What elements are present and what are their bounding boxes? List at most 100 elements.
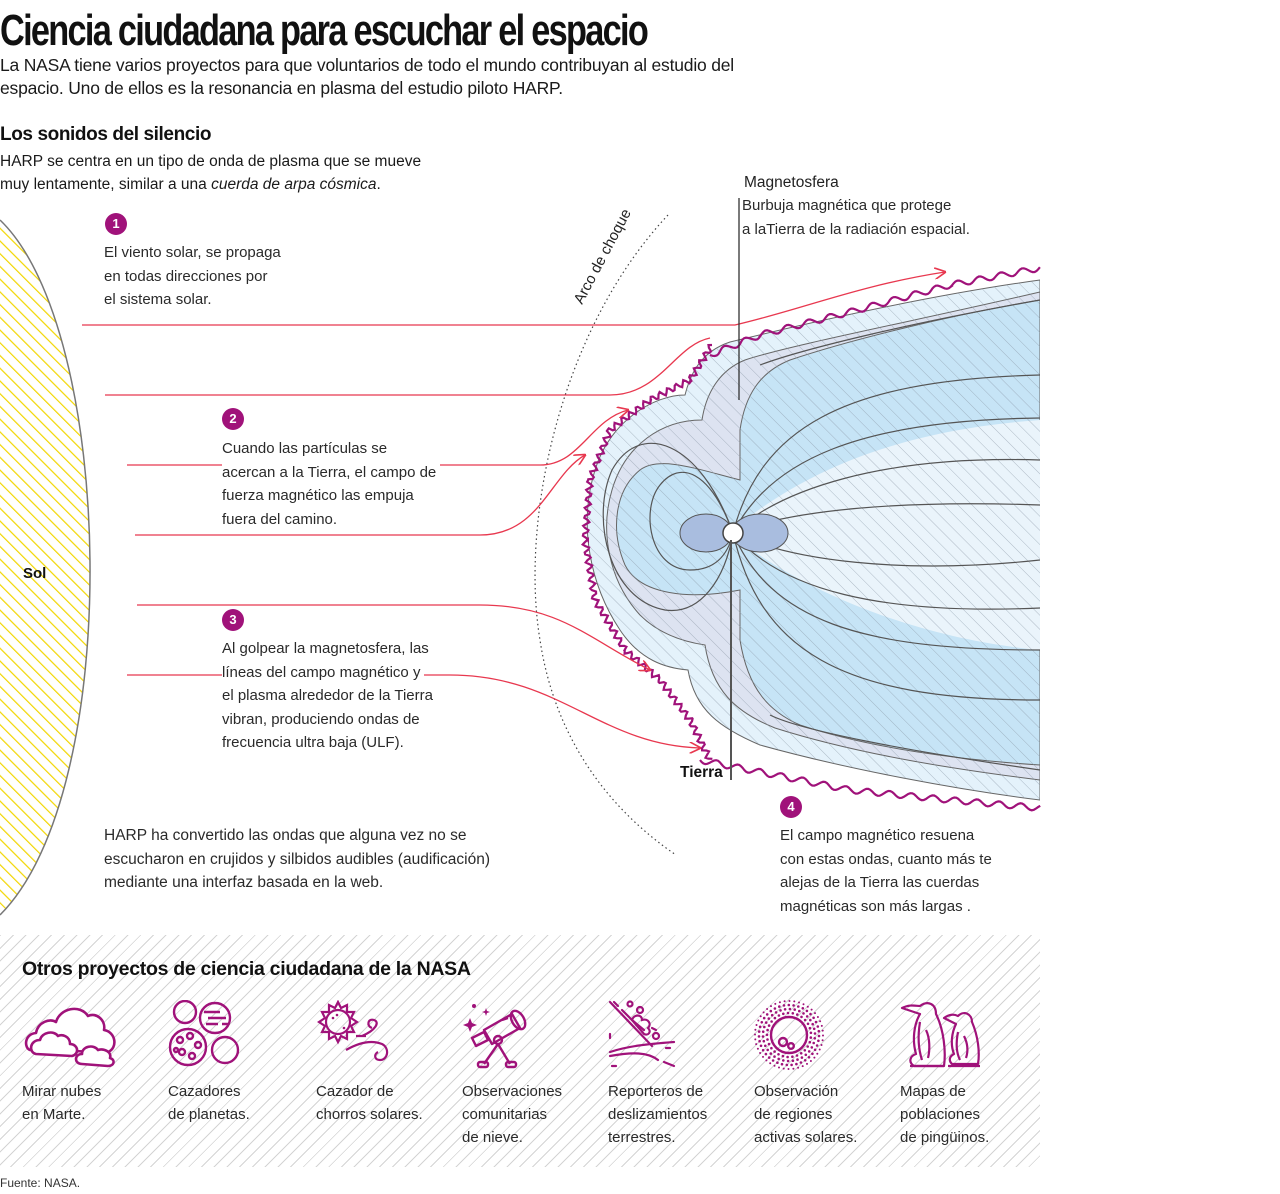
sun-halo-dot (802, 1003, 805, 1006)
bow-shock-arc (534, 214, 677, 856)
solar-wind-lines (82, 272, 945, 748)
sun-halo-dot (806, 1022, 810, 1026)
sun-halo-dot (773, 1050, 776, 1053)
sun-halo-dot (767, 1056, 771, 1059)
sun-halo-dot (791, 1059, 795, 1062)
project-item: Observaciones comunitarias de nieve. (462, 1000, 602, 1149)
magnetosphere-diagram: Arco de choque (0, 198, 1041, 916)
sun-halo-dot (813, 1037, 817, 1040)
project-item: Cazador de chorros solares. (316, 1000, 456, 1126)
project-label-line: Reporteros de (608, 1083, 704, 1100)
magnetosphere-description: Burbuja magnética que protege a laTierra… (742, 194, 970, 241)
section-desc-end: . (376, 176, 381, 193)
sun-halo-dot (809, 1060, 812, 1062)
sun-halo-dot (773, 1055, 776, 1058)
sun-halo-dot (810, 1046, 814, 1049)
step-1-text: El viento solar, se propaga en todas dir… (104, 241, 281, 312)
sun-halo-dot (822, 1034, 824, 1037)
sun-halo-dot (796, 1058, 799, 1061)
page-title: Ciencia ciudadana para escuchar el espac… (0, 6, 649, 55)
sun-halo-dot (788, 1007, 792, 1011)
step-text-line: con estas ondas, cuanto más te (780, 850, 992, 868)
section-title: Los sonidos del silencio (0, 124, 212, 145)
sun-halo-dot (805, 1015, 809, 1018)
sun-halo-dot (770, 1046, 773, 1050)
sun-halo-dot (806, 1005, 809, 1008)
solar-wind-line-5 (137, 604, 650, 670)
step-text-line: acercan a la Tierra, el campo de (222, 460, 441, 484)
sun-halo-dot (811, 1052, 814, 1056)
sun-halo-dot (817, 1034, 821, 1038)
sun-halo-dot (797, 1066, 800, 1069)
sun-halo-dot (791, 1055, 794, 1058)
step-text-line: fuerza magnético las empuja (222, 487, 414, 504)
sun-halo-dot (774, 1011, 778, 1014)
sun-halo-dot (770, 1005, 772, 1008)
step-3-text: Al golpear la magnetosfera, las líneas d… (222, 637, 433, 755)
sun-halo-dot (762, 1039, 766, 1043)
section-desc-line2: muy lentamente, similar a una (0, 176, 212, 193)
sun-halo-dot (795, 1062, 798, 1066)
project-label-line: poblaciones (900, 1106, 981, 1123)
clouds-icon (24, 1007, 116, 1068)
step-text-line: El campo magnético resuena (780, 827, 975, 844)
harp-note: HARP ha convertido las ondas que alguna … (104, 824, 490, 895)
sun-halo-dot (782, 1012, 785, 1016)
sun-halo-dot (821, 1029, 824, 1032)
sun-halo-dot (812, 1016, 815, 1020)
sun-halo-dot (766, 1028, 769, 1032)
project-label-line: en Marte. (22, 1106, 86, 1123)
project-label-line: Mapas de (900, 1083, 966, 1100)
section-desc-italic: cuerda de arpa cósmica (211, 176, 377, 193)
sun-halo-dot (758, 1039, 761, 1043)
sun-halo-dot (799, 1061, 803, 1064)
sun-halo-dot (797, 1005, 800, 1008)
sun-halo-dot (807, 1056, 811, 1059)
sun-halo-dot (755, 1043, 758, 1046)
sun-halo-dot (782, 1004, 786, 1007)
step-4-text: El campo magnético resuena con estas ond… (780, 824, 992, 918)
earth-label: Tierra (680, 764, 723, 781)
sun-halo-dot (817, 1039, 820, 1043)
sun-halo-dot (759, 1052, 762, 1054)
sun-halo-dot (780, 1062, 784, 1066)
project-label: Mirar nubes en Marte. (22, 1080, 162, 1126)
landslide-icon (608, 1000, 676, 1068)
solar-wind-line-1 (82, 272, 945, 326)
sun-halo-dot (821, 1039, 824, 1042)
sun-halo-dot (767, 1017, 771, 1020)
penguins-icon (900, 1002, 980, 1068)
solar-jet-icon (317, 1000, 389, 1062)
magnetosphere (586, 279, 1040, 801)
step-text-line: vibran, produciendo ondas de (222, 710, 420, 728)
project-label: Reporteros de deslizamientos terrestres. (608, 1080, 748, 1149)
sun-halo-dot (769, 1009, 773, 1013)
magnetosphere-desc-line: Burbuja magnética que protege (742, 197, 952, 214)
sun-halo-dot (783, 1000, 786, 1003)
sun-halo-dot (810, 1008, 813, 1011)
sun-halo-dot (792, 1004, 795, 1007)
step-2-text: Cuando las partículas se acercan a la Ti… (222, 437, 441, 531)
sun-halo-dot (803, 1059, 807, 1062)
bow-shock-label: Arco de choque (571, 206, 635, 307)
sun-halo-dot (799, 1052, 803, 1055)
project-label: Observación de regiones activas solares. (754, 1080, 894, 1149)
projects-title: Otros proyectos de ciencia ciudadana de … (22, 958, 471, 980)
sun-halo-dot (811, 1022, 814, 1026)
project-label-line: de regiones (754, 1106, 833, 1123)
magnetosphere-desc-line: a laTierra de la radiación espacial. (742, 220, 970, 238)
sun-halo-dot (805, 1009, 809, 1013)
sun-halo-dot (773, 1016, 777, 1020)
sun-halo-dot (793, 1000, 796, 1003)
sun-halo-dot (812, 1027, 816, 1031)
sun-halo-dot (790, 1063, 793, 1067)
sun-halo-dot (816, 1052, 819, 1055)
step-text-line: líneas del campo magnético y (222, 660, 425, 684)
project-label-line: de planetas. (168, 1106, 250, 1123)
sun-halo-dot (781, 1054, 785, 1058)
project-label-line: Observación (754, 1083, 839, 1100)
sun-halo-dot (777, 1053, 780, 1056)
harp-note-line: escucharon en crujidos y silbidos audibl… (104, 850, 490, 868)
sun-halo-dot (807, 1050, 811, 1053)
sun-halo-dot (773, 1007, 777, 1010)
